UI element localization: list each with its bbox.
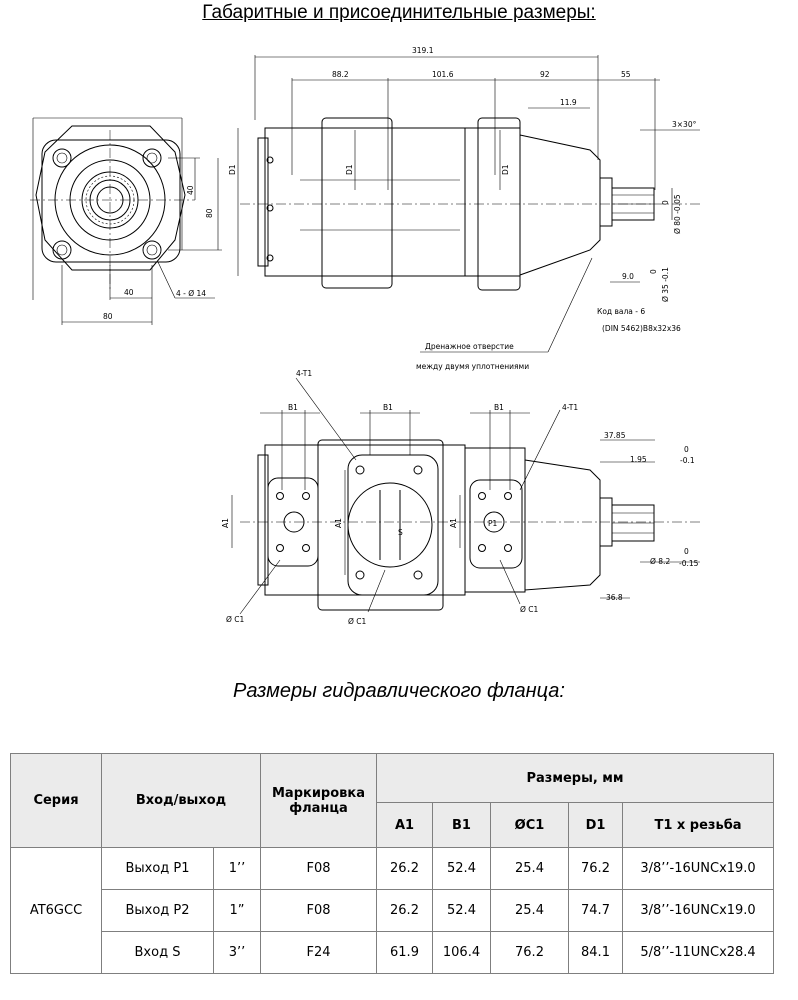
a1-cell: 26.2: [376, 847, 433, 890]
label-A1-right: A1: [449, 518, 458, 528]
size-cell: 3’’: [213, 931, 261, 974]
a1-cell: 26.2: [376, 889, 433, 932]
tol-0-bottom: 0: [684, 547, 689, 556]
label-B1-center: B1: [383, 403, 393, 412]
io-cell: Вход S: [101, 931, 214, 974]
page-title: Габаритные и присоединительные размеры:: [202, 2, 596, 23]
dim-9: 9.0: [622, 272, 634, 281]
label-B1-right: B1: [494, 403, 504, 412]
d1-cell: 74.7: [568, 889, 623, 932]
dim-holes: 4 - Ø 14: [176, 289, 206, 298]
c1-cell: 25.4: [490, 889, 569, 932]
c1-cell: 76.2: [490, 931, 569, 974]
dim-11: 11.9: [560, 98, 577, 107]
bottom-view: 4-T1 B1 B1 B1 4-T1 S P1: [221, 369, 700, 626]
label-C1-center: Ø C1: [348, 617, 367, 626]
tol-0-top: 0: [684, 445, 689, 454]
shaft-standard: (DIN 5462)B8x32x36: [602, 324, 681, 333]
dim-D1-body: D1: [228, 164, 237, 175]
size-cell: 1’’: [213, 847, 261, 890]
technical-drawing: 40 80 40 80 4 - Ø 14 319.1 88.2 101.6 92…: [30, 46, 700, 626]
dim-37-85: 37.85: [604, 431, 626, 440]
header-marking: Маркировка фланца: [260, 753, 377, 848]
dim-D1-outlet: D1: [501, 164, 510, 175]
shaft-tol-top2: 0: [649, 269, 658, 274]
t1-cell: 3/8’’-16UNCx19.0: [621, 889, 775, 932]
front-view: 40 80 40 80 4 - Ø 14: [30, 117, 222, 325]
table-row: Выход P2 1” F08 26.2 52.4 25.4 74.7 3/8’…: [11, 889, 775, 932]
label-C1-left: Ø C1: [226, 615, 245, 624]
b1-cell: 52.4: [432, 889, 491, 932]
header-io: Вход/выход: [101, 753, 261, 848]
label-4-T1-left: 4-T1: [296, 369, 312, 378]
dim-D1-inlet: D1: [345, 164, 354, 175]
header-b1: B1: [432, 802, 491, 848]
shaft-tol-top: 0: [661, 200, 670, 205]
dim-40-vertical: 40: [186, 185, 195, 195]
size-cell: 1”: [213, 889, 261, 932]
io-cell: Выход P1: [101, 847, 214, 890]
c1-cell: 25.4: [490, 847, 569, 890]
dim-80-vertical: 80: [205, 208, 214, 218]
label-A1-center: A1: [334, 518, 343, 528]
mark-cell: F08: [260, 847, 377, 890]
mark-cell: F08: [260, 889, 377, 932]
d1-cell: 84.1: [568, 931, 623, 974]
header-d1: D1: [568, 802, 623, 848]
dim-1-95: 1.95: [630, 455, 647, 464]
header-c1: ØC1: [490, 802, 569, 848]
dim-88: 88.2: [332, 70, 349, 79]
b1-cell: 106.4: [432, 931, 491, 974]
dim-40-horizontal: 40: [124, 288, 134, 297]
dim-92: 92: [540, 70, 550, 79]
series-cell: AT6GCC: [10, 847, 102, 974]
header-series: Серия: [10, 753, 102, 848]
shaft-code: Код вала - 6: [597, 307, 645, 316]
table-row: AT6GCC Выход P1 1’’ F08 26.2 52.4 25.4 7…: [10, 847, 775, 974]
label-C1-right: Ø C1: [520, 605, 539, 614]
t1-cell: 3/8’’-16UNCx19.0: [621, 847, 775, 890]
dim-chamfer: 3×30°: [672, 120, 697, 129]
label-B1-left: B1: [288, 403, 298, 412]
tol-minus-0-15: -0.15: [679, 559, 699, 568]
dim-80-horizontal: 80: [103, 312, 113, 321]
a1-cell: 61.9: [376, 931, 433, 974]
table-row: Вход S 3’’ F24 61.9 106.4 76.2 84.1 5/8’…: [11, 931, 775, 974]
side-view: 319.1 88.2 101.6 92 55 11.9 3×30°: [228, 46, 700, 371]
label-A1-left: A1: [221, 518, 230, 528]
io-cell: Выход P2: [101, 889, 214, 932]
mark-cell: F24: [260, 931, 377, 974]
port-label-P1: P1: [488, 519, 498, 528]
drain-note-line1: Дренажное отверстие: [425, 342, 514, 351]
flange-dimensions-table: Серия Вход/выход Маркировка фланца Разме…: [10, 753, 775, 974]
dim-shaft-80: Ø 80 -0.05: [673, 194, 682, 234]
dim-55: 55: [621, 70, 631, 79]
label-4-T1-right: 4-T1: [562, 403, 578, 412]
d1-cell: 76.2: [568, 847, 623, 890]
header-t1: T1 x резьба: [621, 802, 775, 848]
flange-section-title: Размеры гидравлического фланца:: [233, 680, 565, 702]
drain-note-line2: между двумя уплотнениями: [416, 362, 529, 371]
dim-overall-length: 319.1: [412, 46, 434, 55]
dim-shaft-35: Ø 35 -0.1: [661, 267, 670, 302]
b1-cell: 52.4: [432, 847, 491, 890]
dim-101: 101.6: [432, 70, 454, 79]
header-dimensions: Размеры, мм: [375, 753, 775, 803]
tol-minus-0-1: -0.1: [680, 456, 695, 465]
dim-36-8: 36.8: [606, 593, 623, 602]
t1-cell: 5/8’’-11UNCx28.4: [621, 931, 775, 974]
dim-8-2: Ø 8.2: [650, 557, 670, 566]
port-label-S: S: [398, 528, 403, 537]
header-a1: A1: [376, 802, 433, 848]
